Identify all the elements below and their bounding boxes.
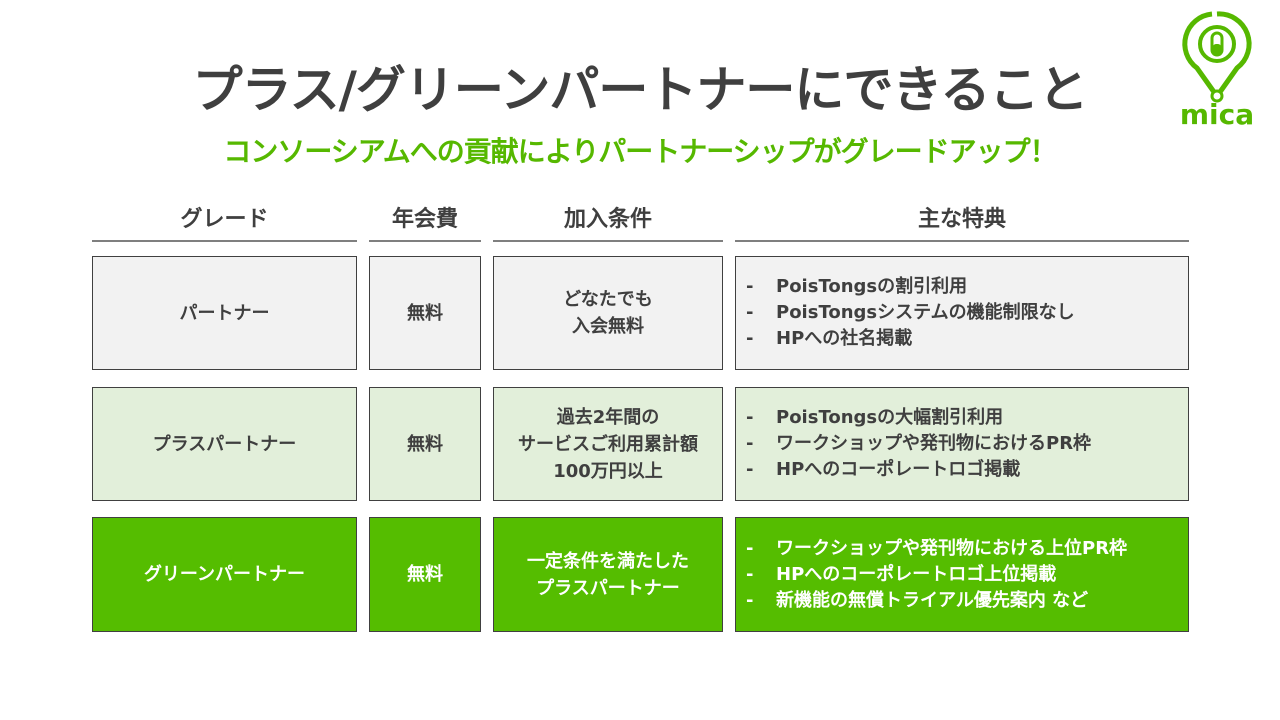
condition-green-partner: 一定条件を満たした プラスパートナー <box>493 517 723 632</box>
benefit-list: - PoisTongsの大幅割引利用 - ワークショップや発刊物におけるPR枠 - HPへ… <box>736 405 1091 483</box>
benefit-text: HPへのコーポレートロゴ掲載 <box>776 459 1021 480</box>
condition-partner: どなたでも 入会無料 <box>493 256 723 370</box>
benefit-item: -新機能の無償トライアル優先案内 など <box>746 588 1127 614</box>
bullet-dash: - <box>746 407 754 428</box>
bullet-dash: - <box>746 276 754 297</box>
condition-plus-partner: 過去2年間の サービスご利用累計額 100万円以上 <box>493 387 723 501</box>
benefits-partner: - PoisTongsの割引利用 - PoisTongsシステムの機能制限なし - HPへ… <box>735 256 1189 370</box>
benefits-plus-partner: - PoisTongsの大幅割引利用 - ワークショップや発刊物におけるPR枠 - HPへ… <box>735 387 1189 501</box>
header-fee: 年会費 <box>369 204 481 242</box>
benefit-text: ワークショップや発刊物におけるPR枠 <box>776 433 1092 454</box>
benefit-item: - ワークショップや発刊物におけるPR枠 <box>746 431 1091 457</box>
benefit-item: -ワークショップや発刊物における上位PR枠 <box>746 536 1127 562</box>
grade-green-partner: グリーンパートナー <box>92 517 357 632</box>
bullet-dash: - <box>746 433 754 454</box>
header-grade: グレード <box>92 204 357 242</box>
benefit-text: PoisTongsの割引利用 <box>776 276 968 297</box>
benefit-list: -ワークショップや発刊物における上位PR枠-HPへのコーポレートロゴ上位掲載-新… <box>736 536 1127 614</box>
benefit-item: - PoisTongsシステムの機能制限なし <box>746 300 1075 326</box>
bullet-dash: - <box>746 328 754 349</box>
benefit-item: - HPへの社名掲載 <box>746 326 1075 352</box>
benefit-list: - PoisTongsの割引利用 - PoisTongsシステムの機能制限なし - HPへ… <box>736 274 1075 352</box>
fee-plus-partner: 無料 <box>369 387 481 501</box>
page-title: プラス/グリーンパートナーにできること <box>192 61 1089 119</box>
bullet-dash: - <box>746 589 754 611</box>
mica-logo: mica <box>1180 11 1254 128</box>
benefit-text: HPへのコーポレートロゴ上位掲載 <box>776 563 1057 585</box>
benefit-text: PoisTongsシステムの機能制限なし <box>776 302 1075 323</box>
grade-plus-partner: プラスパートナー <box>92 387 357 501</box>
benefit-item: - PoisTongsの割引利用 <box>746 274 1075 300</box>
header-benefits: 主な特典 <box>735 204 1189 242</box>
benefit-text: HPへの社名掲載 <box>776 328 913 349</box>
bullet-dash: - <box>746 302 754 323</box>
bullet-dash: - <box>746 537 754 559</box>
benefit-item: - PoisTongsの大幅割引利用 <box>746 405 1091 431</box>
benefit-text: ワークショップや発刊物における上位PR枠 <box>776 537 1128 559</box>
benefit-text: PoisTongsの大幅割引利用 <box>776 407 1004 428</box>
benefit-text: 新機能の無償トライアル優先案内 など <box>776 589 1089 611</box>
bullet-dash: - <box>746 459 754 480</box>
benefits-green-partner: -ワークショップや発刊物における上位PR枠-HPへのコーポレートロゴ上位掲載-新… <box>735 517 1189 632</box>
logo-text: mica <box>1180 98 1254 128</box>
page-subtitle: コンソーシアムへの貢献によりパートナーシップがグレードアップ！ <box>223 135 1057 168</box>
fee-green-partner: 無料 <box>369 517 481 632</box>
benefit-item: - HPへのコーポレートロゴ掲載 <box>746 457 1091 483</box>
grade-partner: パートナー <box>92 256 357 370</box>
bullet-dash: - <box>746 563 754 585</box>
header-condition: 加入条件 <box>493 204 723 242</box>
fee-partner: 無料 <box>369 256 481 370</box>
benefit-item: -HPへのコーポレートロゴ上位掲載 <box>746 562 1127 588</box>
